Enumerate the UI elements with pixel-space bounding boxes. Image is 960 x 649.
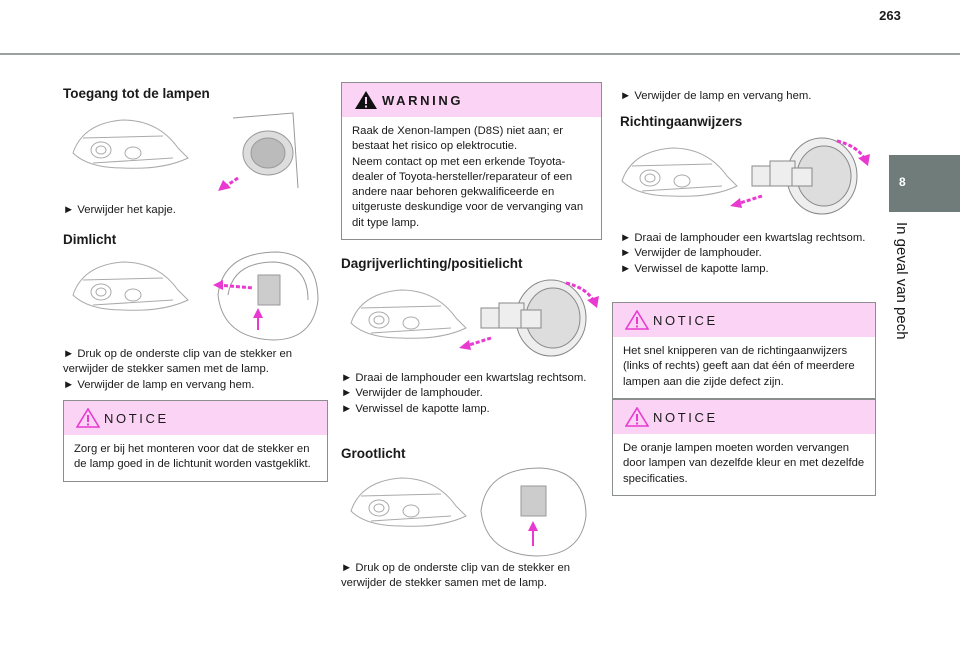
step: ► Verwijder het kapje. xyxy=(63,204,176,216)
instructions: ► Druk op de onderste clip van de stekke… xyxy=(63,347,328,393)
instructions: ► Druk op de onderste clip van de stekke… xyxy=(341,561,601,592)
notice-label: NOTICE xyxy=(653,313,718,328)
illustration-turn-signal xyxy=(612,136,872,221)
instructions: ► Draai de lamphouder een kwartslag rech… xyxy=(341,371,601,417)
section-title: Grootlicht xyxy=(341,446,406,461)
header-divider xyxy=(0,53,960,55)
warning-text: Neem contact op met een erkende Toyota-d… xyxy=(352,155,584,229)
notice-box: NOTICE De oranje lampen moeten worden ve… xyxy=(612,399,876,496)
chapter-number: 8 xyxy=(899,175,906,189)
chapter-title: In geval van pech xyxy=(893,222,910,340)
step: ► Verwissel de kapotte lamp. xyxy=(341,402,490,415)
warning-text: Raak de Xenon-lampen (D8S) niet aan; er … xyxy=(352,125,563,153)
section-title: Dimlicht xyxy=(63,232,117,247)
chapter-tab[interactable]: 8 xyxy=(889,155,960,212)
caution-icon xyxy=(76,408,100,428)
step: ► Verwissel de kapotte lamp. xyxy=(620,262,769,275)
step: ► Verwijder de lamphouder. xyxy=(620,247,762,260)
notice-text: De oranje lampen moeten worden vervangen… xyxy=(623,442,865,485)
step: ► Druk op de onderste clip van de stekke… xyxy=(341,562,571,590)
warning-label: WARNING xyxy=(382,93,464,108)
notice-box: NOTICE Zorg er bij het monteren voor dat… xyxy=(63,400,328,482)
notice-text: Het snel knipperen van de richtingaanwij… xyxy=(623,345,855,388)
notice-text: Zorg er bij het monteren voor dat de ste… xyxy=(74,443,311,471)
warning-icon xyxy=(355,91,377,109)
notice-label: NOTICE xyxy=(104,411,169,426)
illustration-high-beam xyxy=(341,466,601,563)
caution-icon xyxy=(625,310,649,330)
notice-box: NOTICE Het snel knipperen van de richtin… xyxy=(612,302,876,399)
section-title: Dagrijverlichting/positielicht xyxy=(341,256,523,271)
section-title: Toegang tot de lampen xyxy=(63,86,210,101)
instructions: ► Draai de lamphouder een kwartslag rech… xyxy=(620,231,875,277)
step: ► Draai de lamphouder een kwartslag rech… xyxy=(620,232,866,244)
instructions: ► Verwijder de lamp en vervang hem. xyxy=(620,89,875,104)
section-title: Richtingaanwijzers xyxy=(620,114,743,129)
step: ► Verwijder de lamphouder. xyxy=(341,387,483,400)
illustration-daytime-light xyxy=(341,278,601,363)
instructions: ► Verwijder het kapje. xyxy=(63,203,328,218)
page-number: 263 xyxy=(879,8,901,23)
step: ► Draai de lamphouder een kwartslag rech… xyxy=(341,372,587,384)
caution-icon xyxy=(625,407,649,427)
illustration-headlight-cover xyxy=(63,108,313,198)
illustration-low-beam xyxy=(63,250,323,347)
notice-label: NOTICE xyxy=(653,410,718,425)
warning-box: WARNING Raak de Xenon-lampen (D8S) niet … xyxy=(341,82,602,241)
step: ► Verwijder de lamp en vervang hem. xyxy=(63,378,255,391)
step: ► Verwijder de lamp en vervang hem. xyxy=(620,90,812,102)
step: ► Druk op de onderste clip van de stekke… xyxy=(63,348,293,376)
